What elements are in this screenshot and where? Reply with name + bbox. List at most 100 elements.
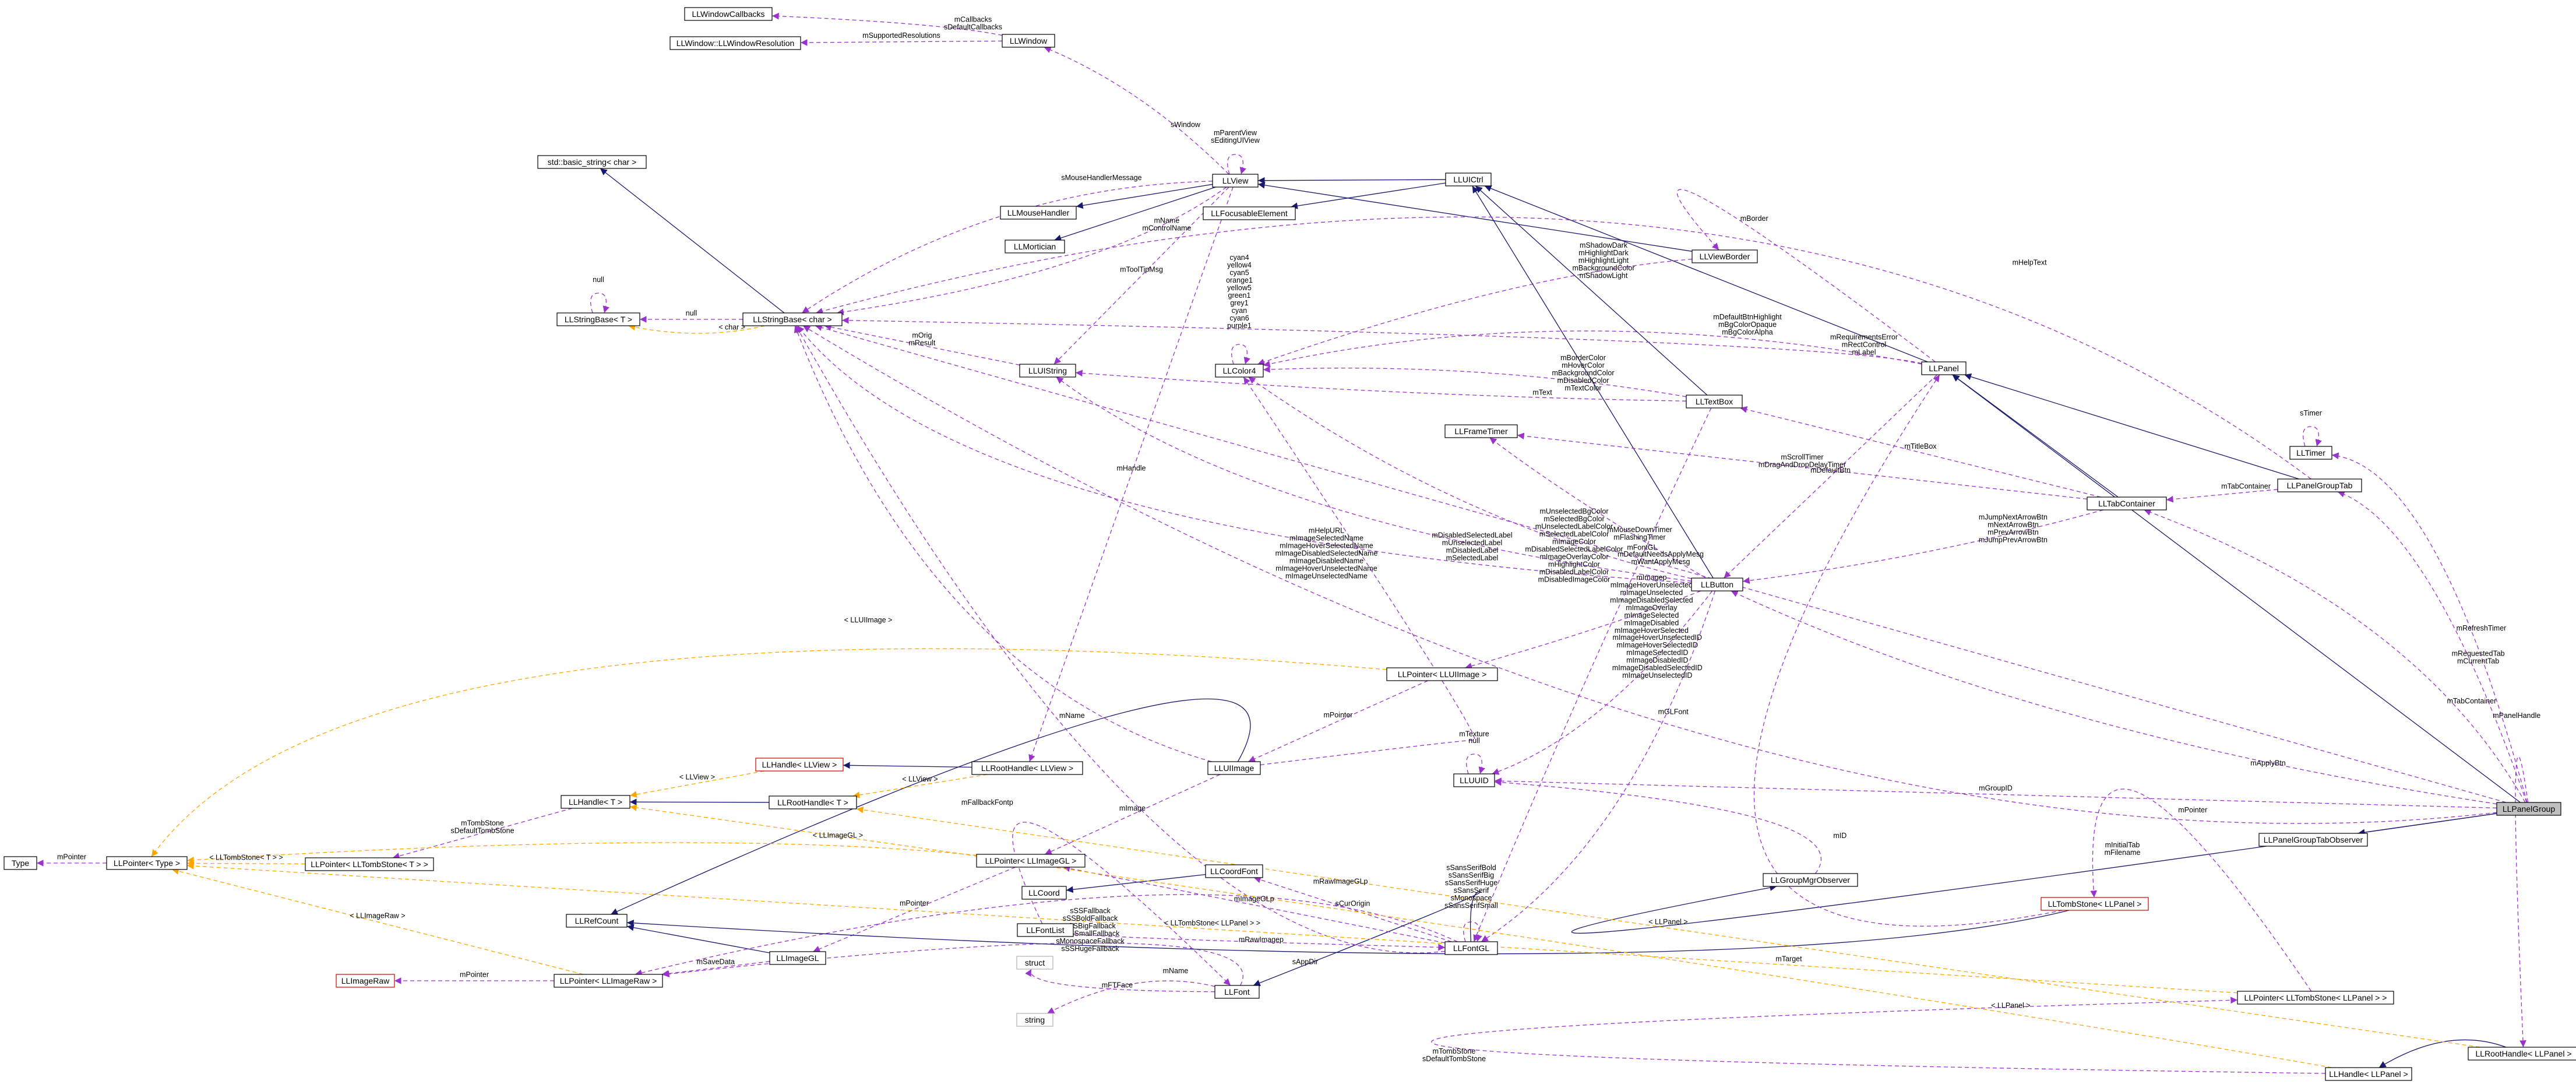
class-node-LLPanelGroupTab[interactable]: LLPanelGroupTab <box>2277 478 2362 492</box>
class-node-string[interactable]: string <box>1016 1013 1053 1027</box>
edge-LLPanelGroup-to-LLStringBaseChar <box>815 324 2507 803</box>
class-node-LLButton[interactable]: LLButton <box>1691 578 1743 591</box>
class-node-label: LLTextBox <box>1696 397 1733 406</box>
edge-label: < LLTombStone< LLPanel > > <box>1164 919 1260 927</box>
edge-LLView-to-LLStringBaseChar <box>837 186 1227 316</box>
edge-label: sWindow <box>1171 121 1201 129</box>
class-node-LLFont[interactable]: LLFont <box>1214 985 1260 999</box>
class-node-LLCoordFont[interactable]: LLCoordFont <box>1205 864 1263 878</box>
class-node-LLCoord[interactable]: LLCoord <box>1021 886 1067 900</box>
edge-LLFontGL-to-LLCoordFont <box>1253 876 1452 942</box>
class-node-box <box>1016 956 1053 970</box>
edge-LLFontGL-to-LLFont <box>1253 891 1481 987</box>
class-node-LLWindowCallbacks[interactable]: LLWindowCallbacks <box>684 7 773 21</box>
edge-LLPointerTombStoneT-to-LLPointerType <box>186 860 306 867</box>
edge-LLPanelGroup-to-LLPanel <box>1952 374 2521 803</box>
edge-label: mPointer <box>57 853 86 861</box>
edge-LLRootHandleLLView-to-LLHandleLLView <box>843 762 972 769</box>
class-node-LLGroupMgrObserver[interactable]: LLGroupMgrObserver <box>1763 873 1858 887</box>
class-node-LLRootHandleT[interactable]: LLRootHandle< T > <box>769 795 857 809</box>
class-node-LLRootHandleLLPanel[interactable]: LLRootHandle< LLPanel > <box>2468 1047 2576 1061</box>
class-node-LLImageRaw[interactable]: LLImageRaw <box>336 974 395 988</box>
class-node-box <box>2325 1067 2412 1081</box>
edge-label: mBorder <box>1740 214 1768 223</box>
class-node-LLView[interactable]: LLView <box>1212 174 1259 188</box>
class-node-LLTabContainer[interactable]: LLTabContainer <box>2087 497 2167 510</box>
edge-label: mImage <box>1119 804 1146 812</box>
class-node-LLFontList[interactable]: LLFontList <box>1017 923 1074 937</box>
class-node-LLUIImage[interactable]: LLUIImage <box>1207 761 1261 775</box>
class-node-LLFontGL[interactable]: LLFontGL <box>1444 941 1498 955</box>
class-node-label: LLPointer< LLUIImage > <box>1398 670 1487 679</box>
class-node-label: LLWindow::LLWindowResolution <box>676 38 795 48</box>
class-node-LLHandleLLPanel[interactable]: LLHandle< LLPanel > <box>2325 1067 2412 1081</box>
edge-LLPointerTombStonePanel-to-LLTombStoneLLPanel <box>2090 788 2312 992</box>
class-node-Type[interactable]: Type <box>3 856 37 870</box>
edge-LLButton-to-LLPointerLLUIImage <box>1465 590 1701 670</box>
class-node-basic_string[interactable]: std::basic_string< char > <box>537 155 647 169</box>
class-node-struct[interactable]: struct <box>1016 956 1053 970</box>
class-node-LLImageGL[interactable]: LLImageGL <box>769 951 826 965</box>
class-node-LLRootHandleLLView[interactable]: LLRootHandle< LLView > <box>971 761 1083 775</box>
class-node-box <box>561 795 630 809</box>
edge-LLTabContainer-to-LLFrameTimer <box>1517 432 2088 500</box>
class-node-LLPanelGroupTabObserver[interactable]: LLPanelGroupTabObserver <box>2258 833 2368 847</box>
class-node-LLUIString[interactable]: LLUIString <box>1019 364 1076 378</box>
class-node-LLPointerLLUIImage[interactable]: LLPointer< LLUIImage > <box>1386 667 1498 681</box>
class-node-LLStringBaseChar[interactable]: LLStringBase< char > <box>742 312 843 326</box>
class-node-box <box>2468 1047 2576 1061</box>
class-node-LLColor4[interactable]: LLColor4 <box>1215 364 1264 378</box>
class-node-LLHandleT[interactable]: LLHandle< T > <box>561 795 630 809</box>
edge-LLView-to-LLWindow <box>1044 47 1229 175</box>
class-node-LLPointerType[interactable]: LLPointer< Type > <box>106 856 188 870</box>
class-node-LLPointerLLImageGL[interactable]: LLPointer< LLImageGL > <box>976 854 1086 868</box>
edge-LLStringBaseT-to-LLStringBaseT <box>590 293 609 314</box>
class-node-LLPanel[interactable]: LLPanel <box>1921 361 1967 375</box>
edge-LLFontGL-to-LLFontGL <box>1463 921 1482 942</box>
class-node-LLPointerTombStoneT[interactable]: LLPointer< LLTombStone< T > > <box>305 857 434 871</box>
edge-label: null <box>1468 737 1479 745</box>
class-node-LLViewBorder[interactable]: LLViewBorder <box>1692 249 1758 263</box>
class-node-LLMouseHandler[interactable]: LLMouseHandler <box>1000 206 1077 220</box>
edge-LLCoordFont-to-LLCoord <box>1066 874 1206 893</box>
edge-label: mTitleBox <box>1904 442 1937 450</box>
class-node-LLFocusableElement[interactable]: LLFocusableElement <box>1203 206 1296 220</box>
class-node-label: LLUUID <box>1460 776 1489 785</box>
edge-label: mFontGL <box>1627 544 1657 552</box>
class-node-label: LLCoordFont <box>1210 867 1258 876</box>
edge-LLPanelGroup-to-LLUUID <box>1494 777 2497 809</box>
edge-LLUIImage-to-LLRefCount <box>610 698 1251 915</box>
class-node-LLMortician[interactable]: LLMortician <box>1005 240 1065 253</box>
class-node-LLPointerTombStonePanel[interactable]: LLPointer< LLTombStone< LLPanel > > <box>2237 991 2394 1005</box>
edge-LLColor4-to-LLColor4 <box>1231 344 1250 365</box>
class-node-LLRefCount[interactable]: LLRefCount <box>566 914 628 928</box>
class-node-box <box>2041 897 2149 911</box>
class-node-LLStringBaseT[interactable]: LLStringBase< T > <box>556 312 640 326</box>
class-node-LLWindowResolution[interactable]: LLWindow::LLWindowResolution <box>669 36 801 50</box>
class-node-label: LLPointer< Type > <box>114 858 180 868</box>
class-node-box <box>554 974 663 988</box>
edge-LLRootHandleLLView-to-LLRootHandleT <box>852 774 988 798</box>
class-node-LLWindow[interactable]: LLWindow <box>1002 34 1055 48</box>
class-node-box <box>1016 1013 1053 1027</box>
edge-label: mSaveData <box>697 957 735 966</box>
class-node-LLTextBox[interactable]: LLTextBox <box>1686 395 1743 409</box>
class-node-box <box>305 857 434 871</box>
class-node-LLFrameTimer[interactable]: LLFrameTimer <box>1444 424 1518 438</box>
class-node-LLPanelGroup[interactable]: LLPanelGroup <box>2496 802 2561 816</box>
class-node-LLTimer[interactable]: LLTimer <box>2289 446 2332 460</box>
class-node-LLHandleLLView[interactable]: LLHandle< LLView > <box>755 758 844 772</box>
edge-LLPanelGroup-to-LLTabContainer <box>2144 509 2526 803</box>
class-node-LLUICtrl[interactable]: LLUICtrl <box>1445 172 1492 186</box>
class-node-LLUUID[interactable]: LLUUID <box>1453 773 1495 787</box>
edge-label: mName <box>1059 712 1085 720</box>
edge-LLPanelGroup-to-LLPanelGroupTabObserver <box>2357 813 2497 836</box>
class-node-LLTombStoneLLPanel[interactable]: LLTombStone< LLPanel > <box>2041 897 2149 911</box>
class-node-label: LLImageRaw <box>341 976 390 985</box>
class-node-LLPointerLLImageRaw[interactable]: LLPointer< LLImageRaw > <box>554 974 663 988</box>
class-node-label: LLRootHandle< T > <box>777 798 848 807</box>
edge-LLUIImage-to-LLStringBaseChar <box>794 325 1212 762</box>
